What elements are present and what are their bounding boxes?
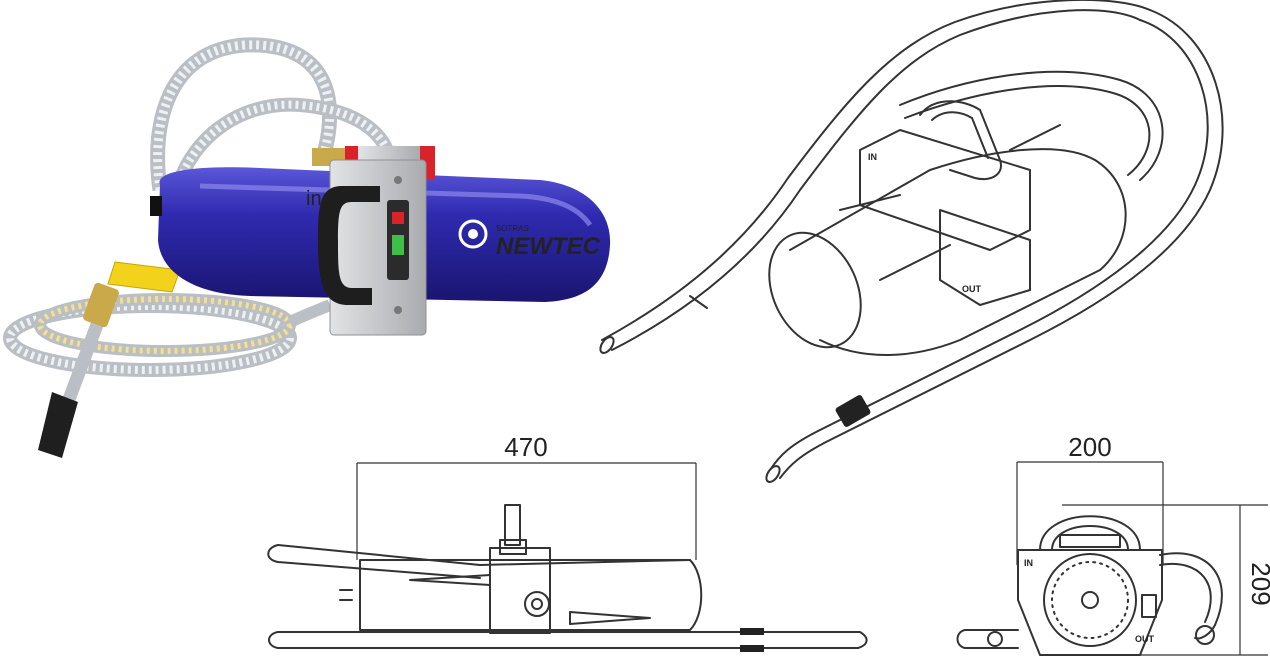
- yellow-tag: [107, 261, 181, 293]
- front-in-label: IN: [1024, 558, 1033, 568]
- dim-200-label: 200: [1068, 432, 1111, 462]
- product-photo: SOTRAS NEWTEC in: [3, 37, 611, 458]
- dim-209-label: 209: [1246, 562, 1270, 605]
- mount-bracket: [329, 146, 435, 336]
- brand-name-text: NEWTEC: [496, 233, 601, 260]
- isometric-drawing: IN OUT: [599, 0, 1224, 483]
- inlet-label: in: [306, 188, 322, 210]
- dim-470-label: 470: [504, 432, 547, 462]
- side-view-drawing: 470: [267, 432, 868, 652]
- hose-coil: [3, 282, 333, 458]
- front-view-drawing: 200 209 IN OUT: [956, 432, 1270, 656]
- iso-out-label: OUT: [962, 284, 982, 294]
- hose-top: [150, 37, 397, 202]
- iso-in-label: IN: [868, 152, 877, 162]
- carry-handle: [318, 186, 380, 305]
- brand-small-text: SOTRAS: [496, 224, 529, 233]
- brand-logo: SOTRAS NEWTEC: [458, 219, 601, 260]
- front-out-label: OUT: [1135, 634, 1155, 644]
